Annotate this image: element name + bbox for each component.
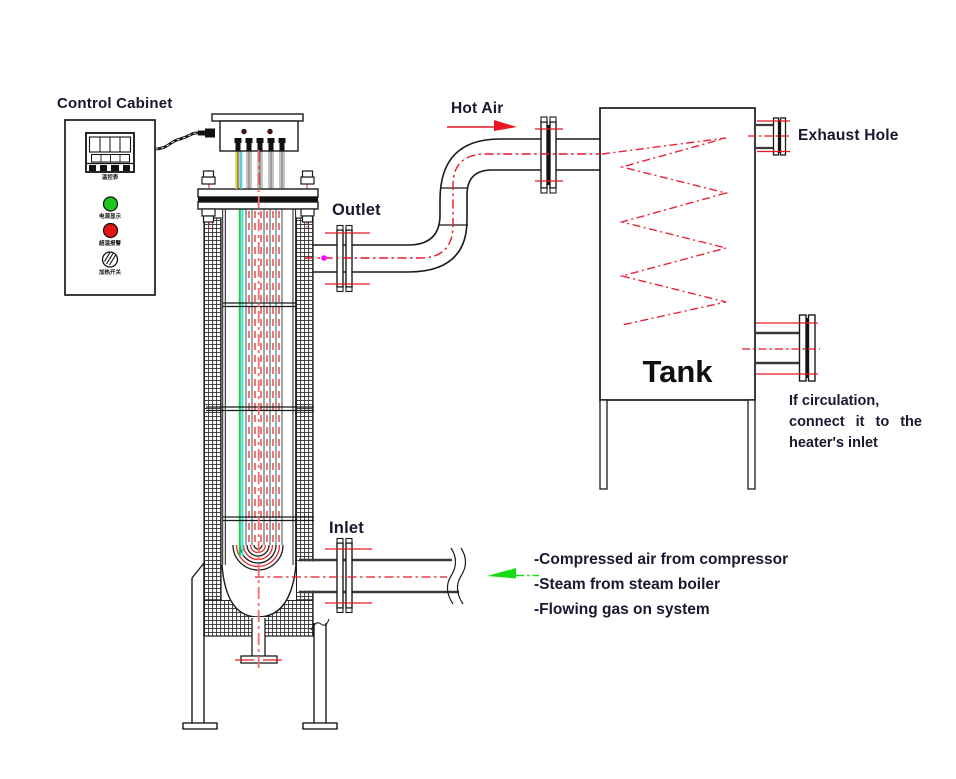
- heater-switch-label: 加热开关: [98, 270, 121, 276]
- pipe-break-mark: [446, 547, 457, 605]
- tank: [599, 107, 756, 490]
- temperature-controller: [85, 132, 135, 173]
- controller-buttons[interactable]: [89, 165, 130, 171]
- circulation-note-line: connect it to the: [789, 414, 922, 430]
- inlet-pipe: [255, 537, 467, 614]
- terminal-posts: [234, 138, 286, 151]
- circulation-note-line: heater's inlet: [789, 435, 878, 451]
- circulation-note: If circulation, connect it to the heater…: [789, 391, 953, 454]
- inlet-source-item: -Flowing gas on system: [534, 601, 710, 618]
- tank-label: Tank: [642, 354, 713, 389]
- hot-air-arrow-icon: [447, 120, 517, 131]
- exhaust-nozzle: [748, 117, 792, 156]
- power-indicator-label: 电源显示: [98, 214, 121, 220]
- inlet-source-item: -Steam from steam boiler: [534, 576, 721, 593]
- inlet-source-item: -Compressed air from compressor: [534, 551, 789, 568]
- tank-inlet-flange: [535, 116, 563, 194]
- insulation-wall-right: [295, 217, 314, 601]
- circulation-note-line: If circulation,: [789, 393, 880, 409]
- box-screw: [267, 128, 273, 135]
- heater-legs: [182, 562, 338, 730]
- outlet-label: Outlet: [332, 201, 381, 219]
- hot-air-centerline: [305, 153, 600, 259]
- heater-switch[interactable]: [101, 251, 119, 268]
- alarm-indicator-label: 超温报警: [98, 240, 121, 247]
- inlet-sources-list: -Compressed air from compressor -Steam f…: [534, 547, 788, 622]
- control-cabinet-label: Control Cabinet: [57, 95, 173, 112]
- box-screw: [241, 128, 247, 135]
- tank-leg-left: [599, 399, 608, 490]
- control-cabinet: [64, 119, 156, 296]
- pipe-break-mark: [456, 547, 467, 605]
- centerlines: [257, 150, 600, 672]
- hot-air-pipe: [297, 138, 600, 273]
- hot-air-label: Hot Air: [451, 100, 504, 117]
- exhaust-hole-label: Exhaust Hole: [798, 127, 899, 144]
- inlet-label: Inlet: [329, 519, 364, 537]
- insulation-wall-left: [203, 217, 222, 601]
- tank-leg-right: [747, 399, 756, 490]
- tank-flow-zigzag: [601, 137, 729, 326]
- inlet-flow-arrow-icon: [487, 568, 539, 579]
- heater: [154, 113, 338, 730]
- power-cable: [154, 131, 199, 151]
- magenta-dot: [321, 255, 327, 261]
- terminal-box: [154, 113, 304, 189]
- cable-gland: [205, 128, 215, 138]
- alarm-indicator-light: [102, 222, 119, 239]
- power-indicator-light: [102, 196, 119, 212]
- circulation-nozzle: [742, 314, 820, 382]
- controller-label: 温控表: [101, 175, 119, 181]
- vessel-walls: [222, 209, 297, 572]
